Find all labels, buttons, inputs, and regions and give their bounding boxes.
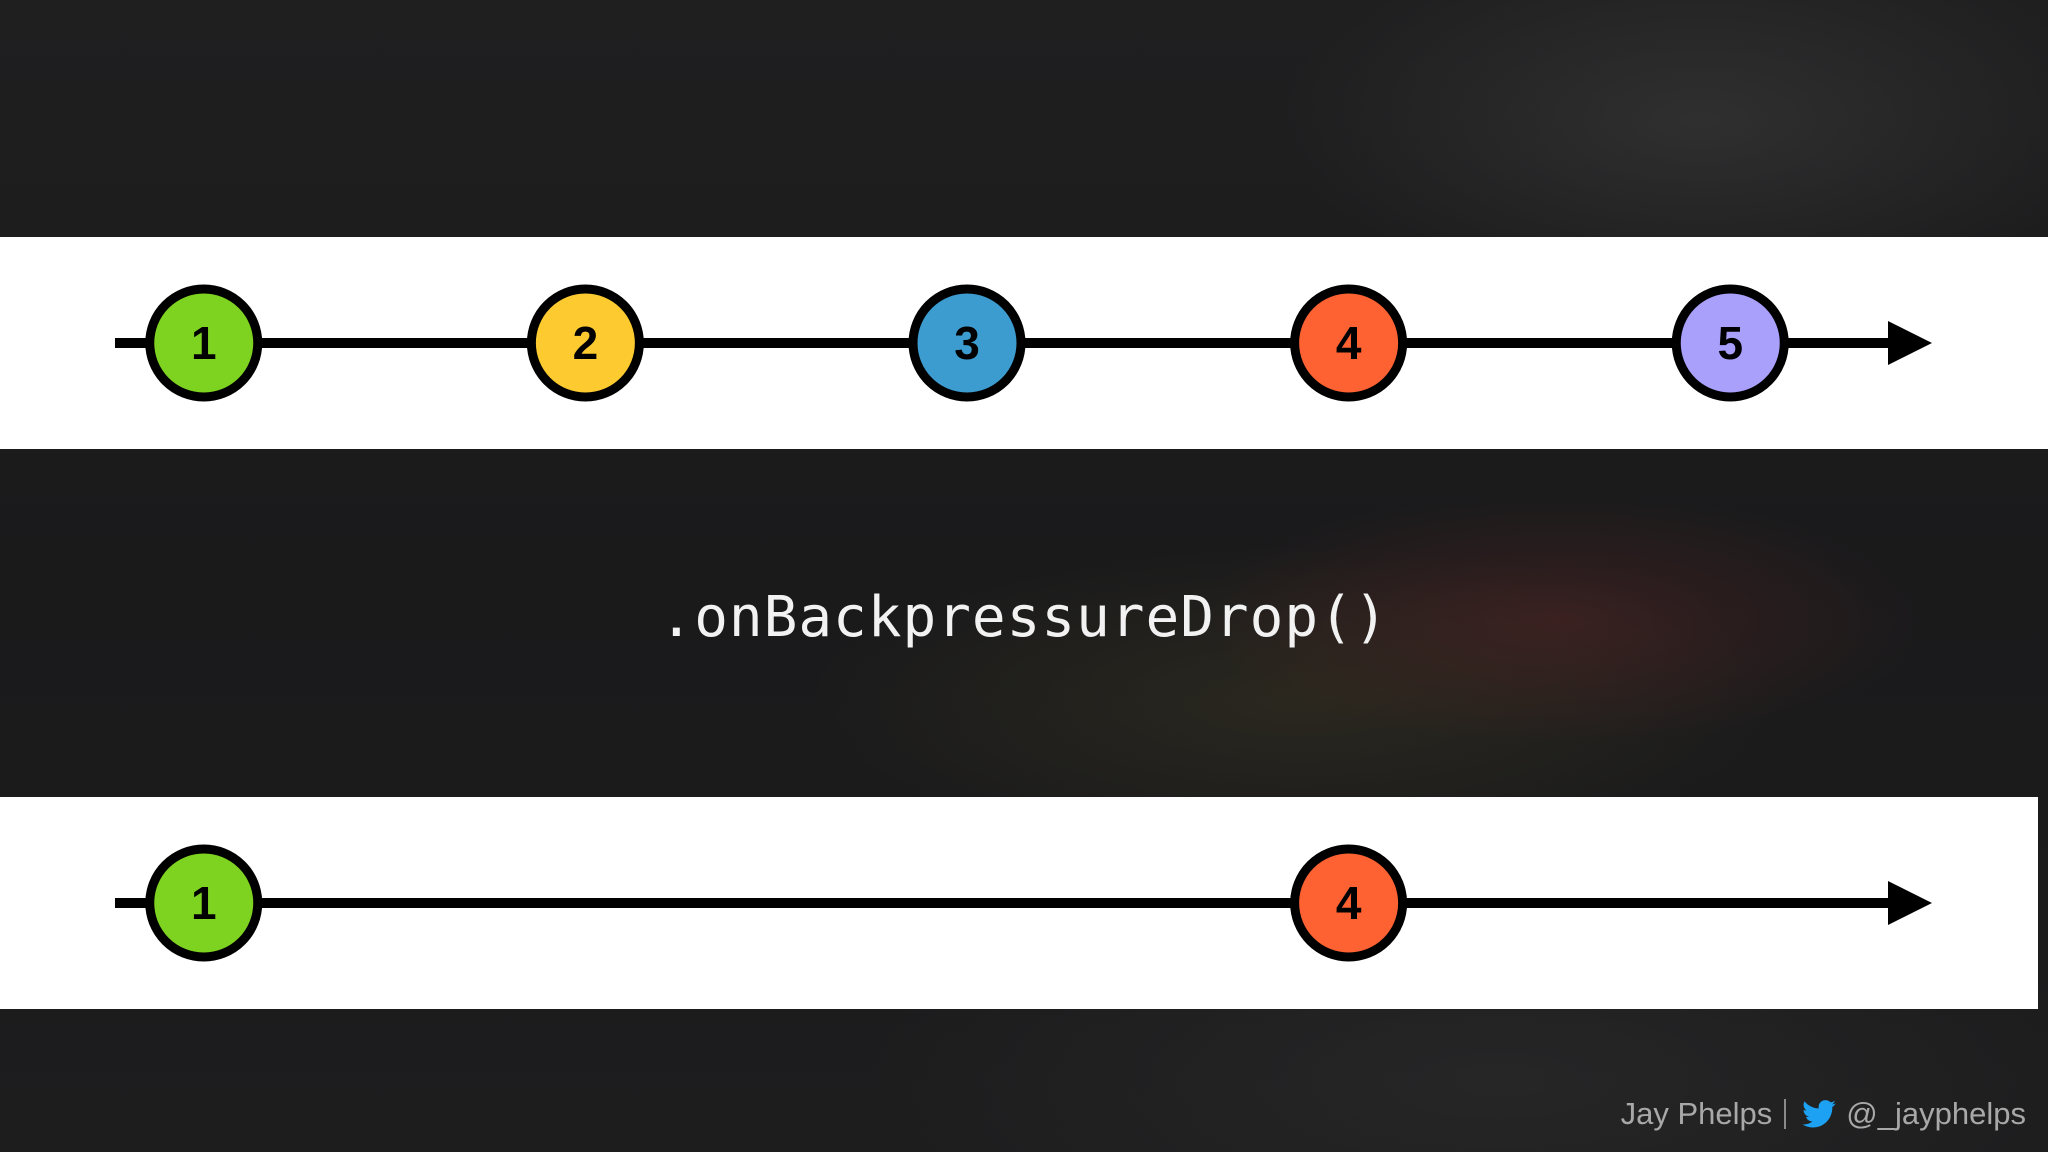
output-marble-1: 1: [145, 844, 263, 962]
output-marble-label: 4: [1336, 877, 1362, 929]
output-marble-circle: [145, 844, 263, 962]
twitter-handle: @_jayphelps: [1846, 1096, 2026, 1131]
input-marble-label: 2: [573, 317, 599, 369]
input-marble-label: 4: [1336, 317, 1362, 369]
input-marble-circle: [1671, 284, 1789, 402]
input-marble-diagram: 1 2 3 4 5: [115, 284, 1932, 402]
input-stream-band: 1 2 3 4 5: [0, 237, 2048, 449]
footer-divider: [1784, 1099, 1787, 1129]
input-marble-5: 5: [1671, 284, 1789, 402]
input-marble-circle: [145, 284, 263, 402]
author-name: Jay Phelps: [1620, 1096, 1773, 1131]
input-marble-label: 1: [191, 317, 217, 369]
twitter-bird-icon: [1802, 1100, 1837, 1128]
input-marble-3: 3: [908, 284, 1026, 402]
input-marble-4: 4: [1290, 284, 1408, 402]
input-marble-circle: [1290, 284, 1408, 402]
input-marble-circle: [908, 284, 1026, 402]
input-timeline-arrow: [1888, 321, 1932, 365]
output-marble-circle: [1290, 844, 1408, 962]
input-marble-1: 1: [145, 284, 263, 402]
input-marble-label: 3: [954, 317, 980, 369]
input-marble-2: 2: [526, 284, 644, 402]
operator-label: .onBackpressureDrop(): [659, 585, 1389, 650]
input-marble-label: 5: [1717, 317, 1743, 369]
output-marble-4: 4: [1290, 844, 1408, 962]
footer: Jay Phelps @_jayphelps: [1621, 1096, 2026, 1132]
output-timeline-arrow: [1888, 881, 1932, 925]
output-marble-label: 1: [191, 877, 217, 929]
input-marble-circle: [526, 284, 644, 402]
